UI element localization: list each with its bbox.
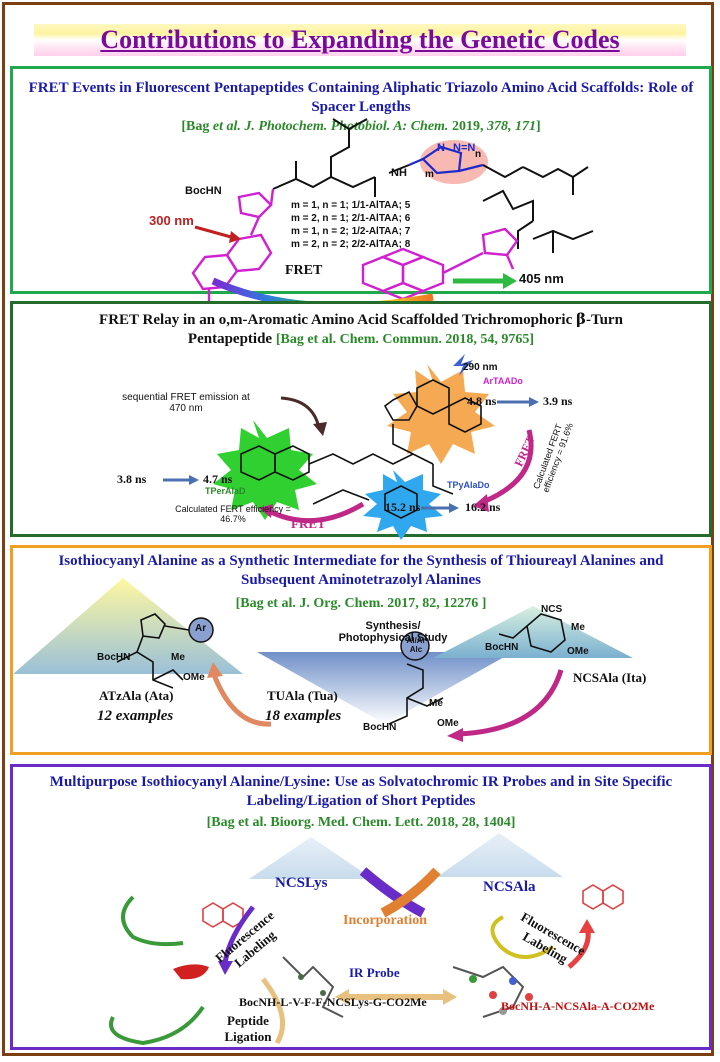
blue-burst xyxy=(363,470,443,540)
ref-volume: 378, 171 xyxy=(486,119,536,134)
ome-ita: OMe xyxy=(567,646,589,657)
main-title: Contributions to Expanding the Genetic C… xyxy=(100,25,620,54)
peptide-ligation: Peptide Ligation xyxy=(224,1013,272,1044)
panel3-reference: [Bag et al. J. Org. Chem. 2017, 82, 1227… xyxy=(235,596,487,611)
lifetime-3-9: 3.9 ns xyxy=(543,394,573,408)
panel3-structure xyxy=(13,578,633,742)
panel2-reference: [Bag et al. Chem. Commun. 2018, 54, 9765… xyxy=(275,332,535,347)
me-ata: Me xyxy=(171,652,185,663)
lifetime-4-8: 4.8 ns xyxy=(467,394,497,408)
tri-tua xyxy=(257,652,513,724)
sequential-note: sequential FRET emission at 470 nm xyxy=(122,392,250,414)
calc-efficiency-left: Calculated FERT efficiency = 46.7% xyxy=(175,504,291,524)
tri-ita xyxy=(433,606,633,658)
panel2-title: FRET Relay in an o,m-Aromatic Amino Acid… xyxy=(13,310,709,349)
title-banner: Contributions to Expanding the Genetic C… xyxy=(34,24,686,56)
svg-text:N: N xyxy=(437,142,445,154)
label-tper: TPerAlaD xyxy=(205,486,246,496)
ref-year: 2019, xyxy=(448,119,487,134)
sequence-right: BocNH-A-NCSAla-A-CO2Me xyxy=(501,999,655,1013)
ref-open: [Bag xyxy=(181,119,213,134)
panel-isothiocyanyl-alanine: Isothiocyanyl Alanine as a Synthetic Int… xyxy=(10,545,712,755)
title-beta: β xyxy=(576,310,586,328)
n-label: n xyxy=(475,149,482,160)
me-tua: Me xyxy=(429,698,443,709)
green-burst xyxy=(213,420,317,520)
bochn-ata: BocHN xyxy=(97,652,131,663)
panel1-title: FRET Events in Fluorescent Pentapeptides… xyxy=(28,80,694,115)
ncs-ita: NCS xyxy=(541,604,563,615)
lifetime-16-2: 16.2 ns xyxy=(465,500,501,514)
tua-label: TUAla (Tua) xyxy=(267,688,338,703)
panel4-reference: [Bag et al. Bioorg. Med. Chem. Lett. 201… xyxy=(206,815,516,830)
series-item: m = 1, n = 1; 1/1-AlTAA; 5 xyxy=(291,200,411,211)
panel1-reference: [Bag et al. J. Photochem. Photobiol. A: … xyxy=(13,119,709,135)
boc-label: BocHN xyxy=(185,185,222,197)
alar-label: Al/Ar Alc xyxy=(406,636,426,654)
tri-ata xyxy=(13,578,243,674)
ir-probe-label: IR Probe xyxy=(349,965,400,980)
fret-label-bottom: FRET xyxy=(291,516,326,531)
ref-close: ] xyxy=(535,119,541,134)
title-part-c: Pentapeptide xyxy=(187,331,273,347)
lifetime-15-2: 15.2 ns xyxy=(385,500,421,514)
panel-multipurpose: Multipurpose Isothiocyanyl Alanine/Lysin… xyxy=(10,764,712,1050)
ref-etal: et al xyxy=(212,119,238,134)
ar-label: Ar xyxy=(195,623,207,634)
panel4-structure xyxy=(109,833,624,1046)
series-item: m = 2, n = 1; 2/1-AlTAA; 6 xyxy=(291,213,411,224)
wavelength-300: 300 nm xyxy=(149,213,194,228)
nh-label: NH xyxy=(391,167,407,179)
ita-label: NCSAla (Ita) xyxy=(573,670,647,685)
bochn-tua: BocHN xyxy=(363,722,397,733)
ome-ata: OMe xyxy=(183,672,205,683)
series-item: m = 1, n = 2; 1/2-AlTAA; 7 xyxy=(291,226,411,237)
tua-examples: 18 examples xyxy=(265,708,342,724)
label-artaa: ArTAADo xyxy=(483,376,523,386)
title-part-a: FRET Relay in an o,m-Aromatic Amino Acid… xyxy=(99,312,576,328)
panel2-structure xyxy=(163,354,539,540)
wavelength-405: 405 nm xyxy=(519,271,564,286)
ata-examples: 12 examples xyxy=(97,708,174,724)
panel-fret-relay: FRET Relay in an o,m-Aromatic Amino Acid… xyxy=(10,301,712,540)
panel-fret-aliphatic: FRET Events in Fluorescent Pentapeptides… xyxy=(10,66,712,310)
svg-text:N=N: N=N xyxy=(453,142,475,154)
panel3-title: Isothiocyanyl Alanine as a Synthetic Int… xyxy=(58,553,664,588)
lifetime-4-7: 4.7 ns xyxy=(203,472,233,486)
ata-label: ATzAla (Ata) xyxy=(99,688,174,703)
series-item: m = 2, n = 2; 2/2-AlTAA; 8 xyxy=(291,239,411,250)
series-list: m = 1, n = 1; 1/1-AlTAA; 5 m = 2, n = 1;… xyxy=(291,199,410,251)
bochn-ita: BocHN xyxy=(485,642,519,653)
panel4-title: Multipurpose Isothiocyanyl Alanine/Lysin… xyxy=(49,774,673,809)
orange-burst xyxy=(387,364,495,464)
me-ita: Me xyxy=(571,622,585,633)
sequence-left: BocNH-L-V-F-F-NCSLys-G-CO2Me xyxy=(239,995,427,1009)
fret-label: FRET xyxy=(285,263,323,278)
m-label: m xyxy=(425,169,434,180)
synthesis-note: Synthesis/ Photophysical Study xyxy=(338,620,448,644)
ref-journal: . J. Photochem. Photobiol. A: Chem. xyxy=(237,119,449,134)
lifetime-3-8: 3.8 ns xyxy=(117,472,147,486)
incorporation-label: Incorporation xyxy=(343,913,427,928)
label-tpy: TPyAlaDo xyxy=(447,480,490,490)
ncs-ala-label: NCSAla xyxy=(483,879,536,895)
ncs-lys-label: NCSLys xyxy=(275,875,328,891)
alar-circle xyxy=(400,631,430,661)
ome-tua: OMe xyxy=(437,718,459,729)
title-part-b: -Turn xyxy=(585,312,623,328)
label-290nm: 290 nm xyxy=(463,362,498,373)
panel1-structure: N N=N xyxy=(191,118,594,310)
